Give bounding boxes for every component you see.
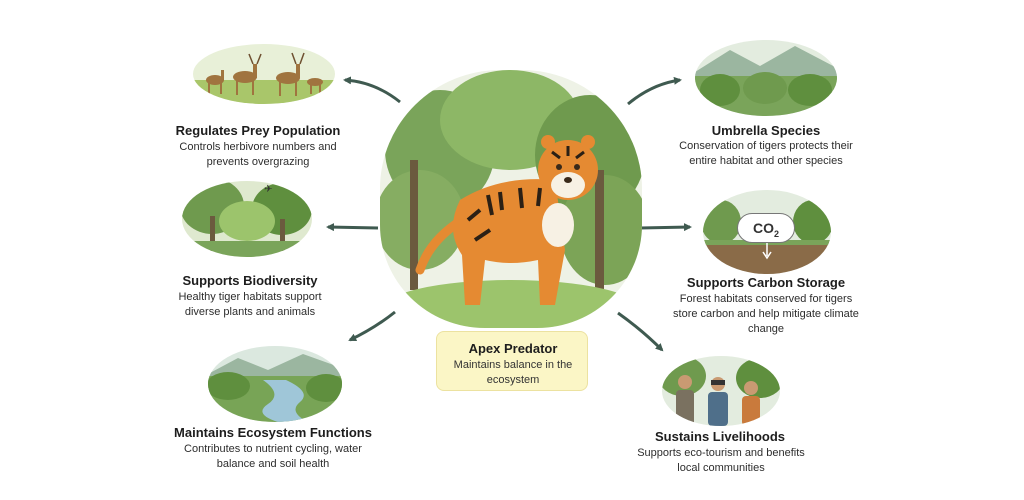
apex-predator-desc: Maintains balance in the ecosystem: [453, 359, 573, 386]
arrow-to-prey: [343, 76, 401, 104]
tiger-illustration: [380, 70, 642, 328]
deer-herd-scene: [193, 44, 335, 104]
role-carbon-desc: Forest habitats conserved for tigers sto…: [673, 293, 859, 335]
arrow-to-carbon: [639, 223, 692, 232]
arrow-to-biodiversity: [326, 223, 379, 232]
apex-predator-box: Apex Predator Maintains balance in the e…: [436, 331, 588, 391]
role-umbrella-title: Umbrella Species: [711, 123, 821, 138]
role-biodiversity-title: Supports Biodiversity: [182, 273, 318, 288]
role-carbon-title: Supports Carbon Storage: [686, 275, 846, 290]
role-prey-desc: Controls herbivore numbers and prevents …: [179, 141, 337, 168]
people-binoculars-scene: [662, 356, 780, 426]
role-prey-title: Regulates Prey Population: [175, 123, 341, 138]
role-biodiversity-desc: Healthy tiger habitats support diverse p…: [178, 291, 322, 318]
river-scene: [208, 346, 342, 422]
role-livelihoods-desc: Supports eco-tourism and benefits local …: [637, 447, 805, 474]
arrow-to-ecosystem: [348, 310, 396, 342]
arrow-to-livelihoods: [617, 311, 664, 352]
role-ecosystem-desc: Contributes to nutrient cycling, water b…: [184, 443, 362, 470]
role-ecosystem-title: Maintains Ecosystem Functions: [174, 425, 372, 440]
arrow-to-umbrella: [627, 76, 682, 106]
apex-predator-title: Apex Predator: [468, 341, 558, 356]
bird-icon: ✈: [264, 184, 273, 195]
role-livelihoods-title: Sustains Livelihoods: [654, 429, 786, 444]
forest-scene: [182, 181, 312, 257]
co2-cloud-icon: CO2: [737, 213, 795, 243]
mountain-forest-scene: [695, 40, 837, 116]
role-umbrella-desc: Conservation of tigers protects their en…: [679, 140, 853, 167]
